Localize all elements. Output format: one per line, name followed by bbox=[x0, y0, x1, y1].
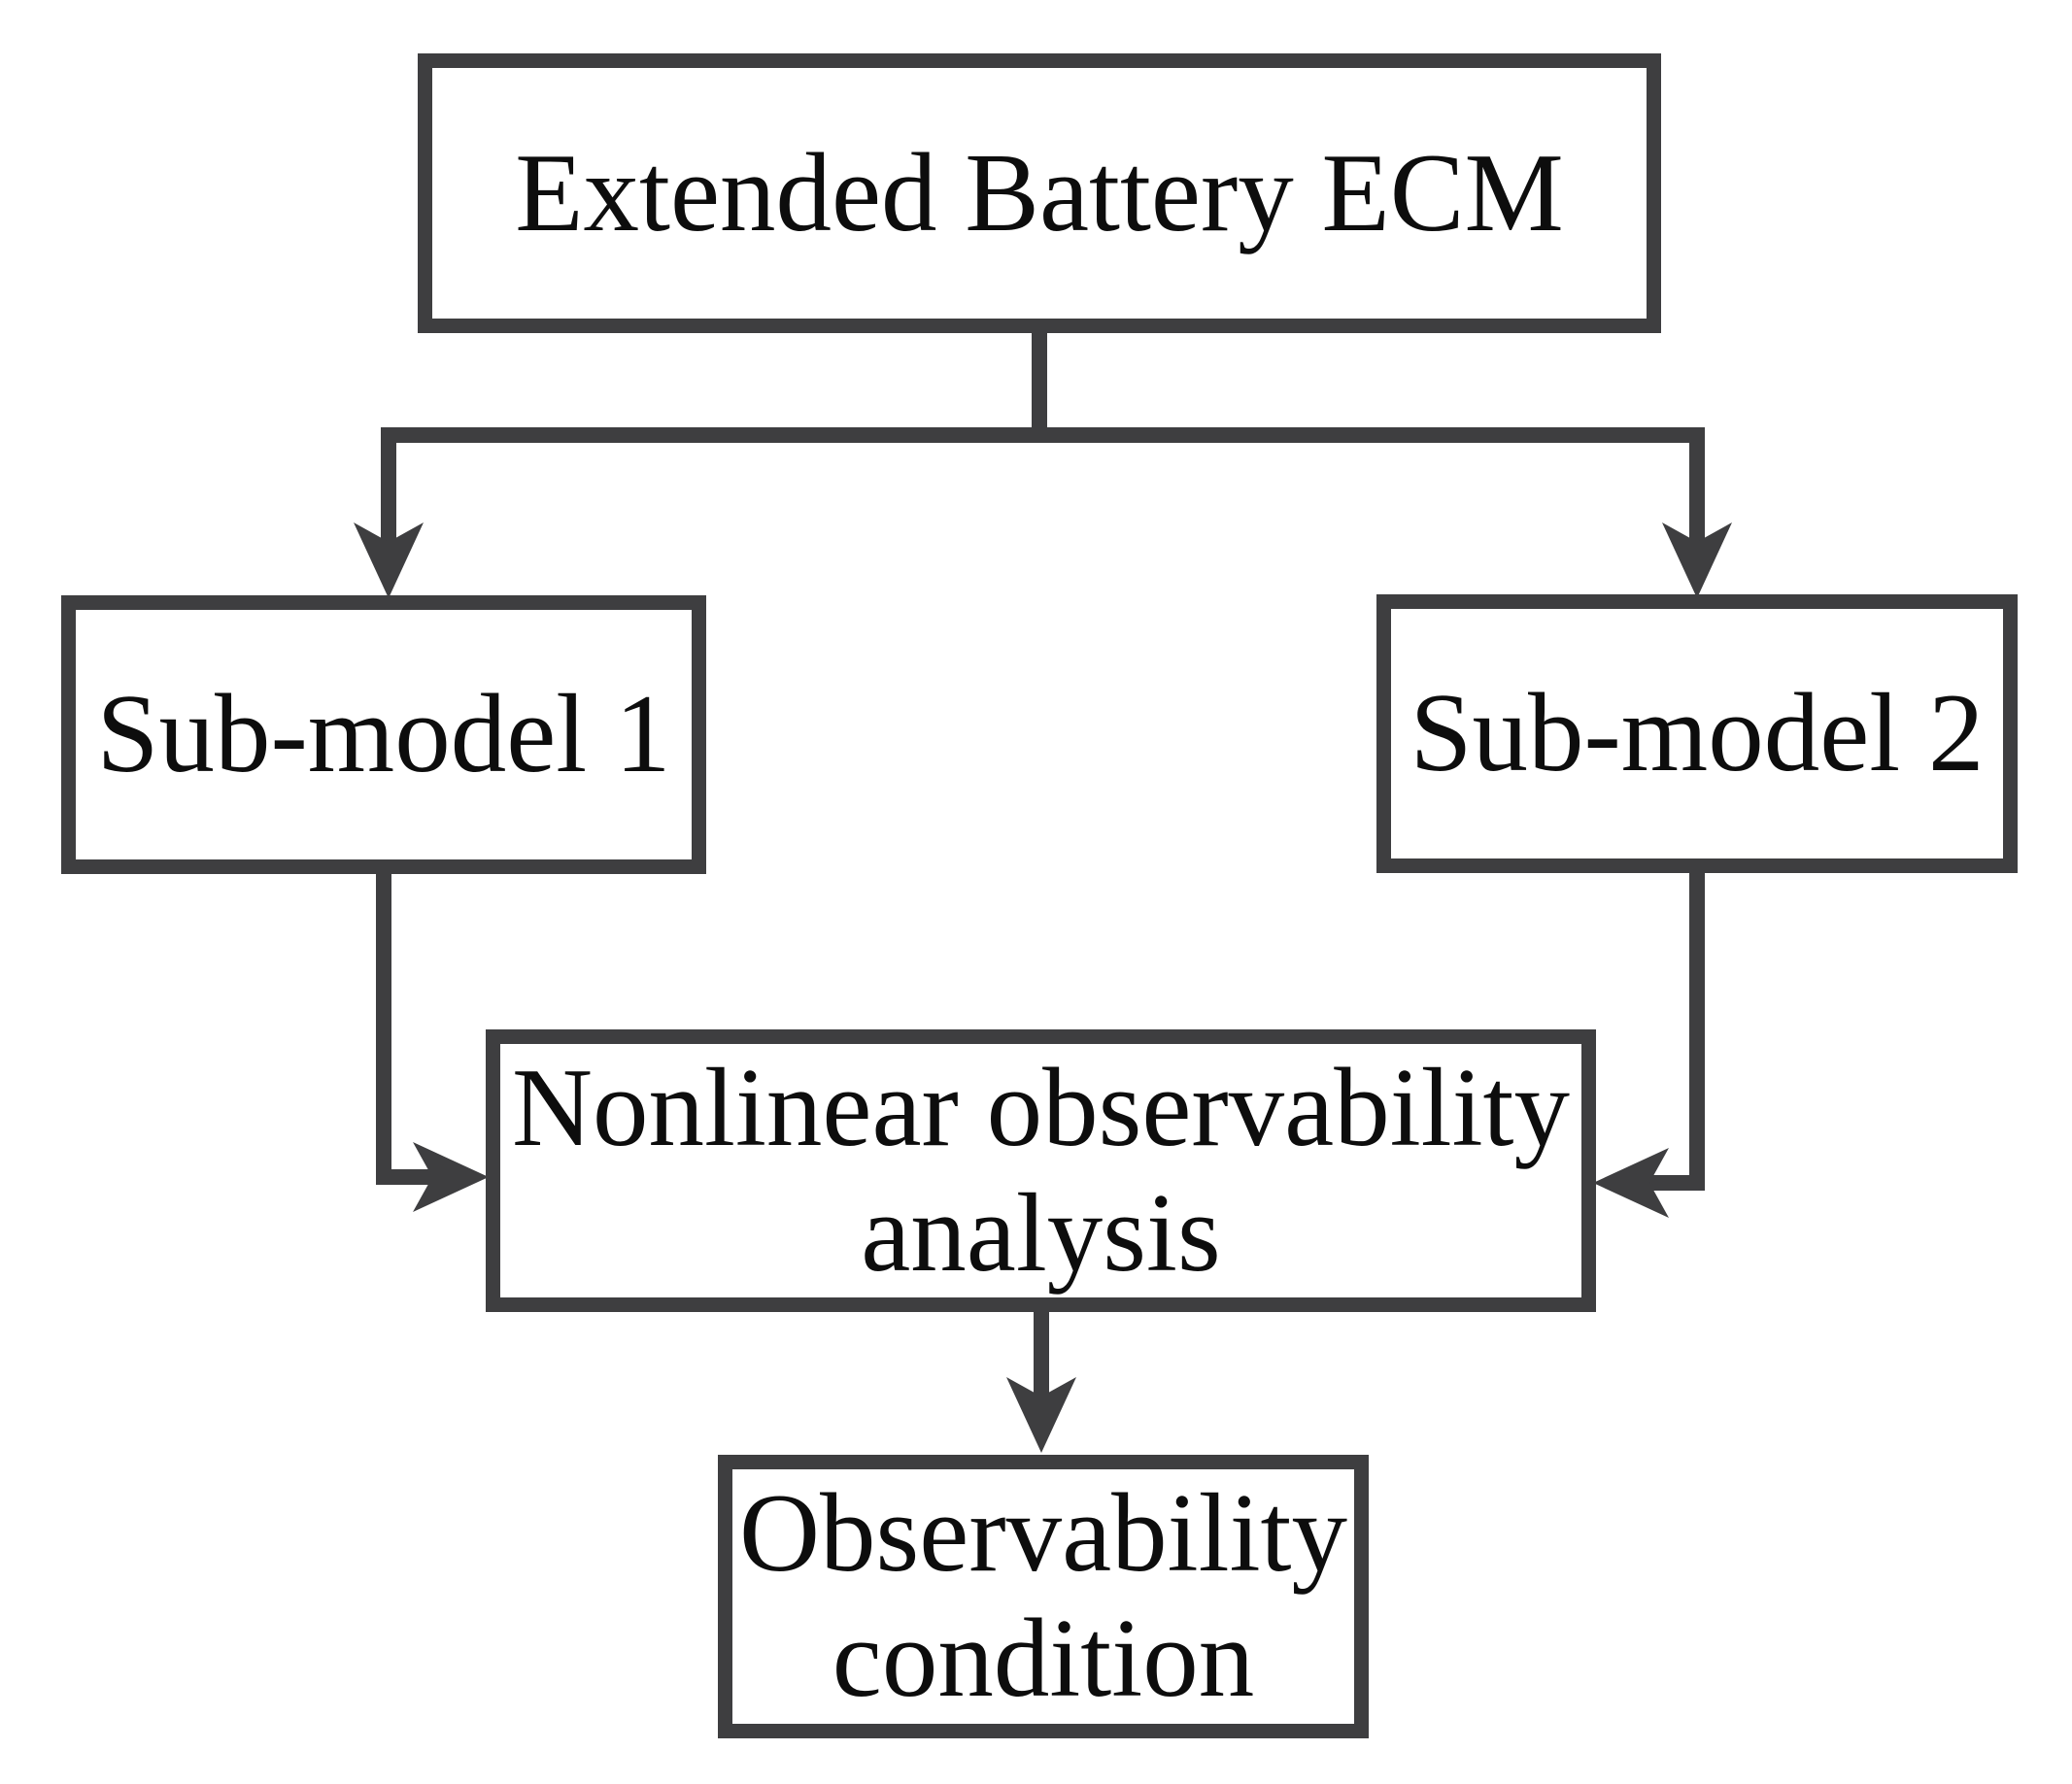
node-extended-battery-ecm: Extended Battery ECM bbox=[418, 53, 1661, 333]
connector-branch bbox=[381, 427, 1705, 546]
node-observability-condition-label: Observability condition bbox=[739, 1471, 1347, 1720]
arrowhead-to-condition bbox=[1006, 1377, 1076, 1453]
connector-sub2-analysis bbox=[1645, 872, 1705, 1191]
arrowhead-to-sub2 bbox=[1662, 522, 1732, 598]
node-sub-model-1-label: Sub-model 1 bbox=[96, 672, 671, 796]
connector-sub1-analysis bbox=[376, 872, 437, 1185]
node-sub-model-2-label: Sub-model 2 bbox=[1410, 671, 1985, 795]
node-nonlinear-observability-analysis: Nonlinear observability analysis bbox=[486, 1029, 1596, 1312]
node-sub-model-1: Sub-model 1 bbox=[61, 595, 706, 874]
arrowhead-to-analysis-right bbox=[1593, 1148, 1669, 1218]
arrowhead-to-sub1 bbox=[354, 522, 424, 598]
node-nonlinear-observability-analysis-label: Nonlinear observability analysis bbox=[511, 1045, 1571, 1295]
node-observability-condition: Observability condition bbox=[718, 1455, 1369, 1738]
arrowhead-to-analysis-left bbox=[413, 1142, 489, 1212]
node-extended-battery-ecm-label: Extended Battery ECM bbox=[515, 130, 1564, 254]
node-sub-model-2: Sub-model 2 bbox=[1376, 594, 2018, 873]
